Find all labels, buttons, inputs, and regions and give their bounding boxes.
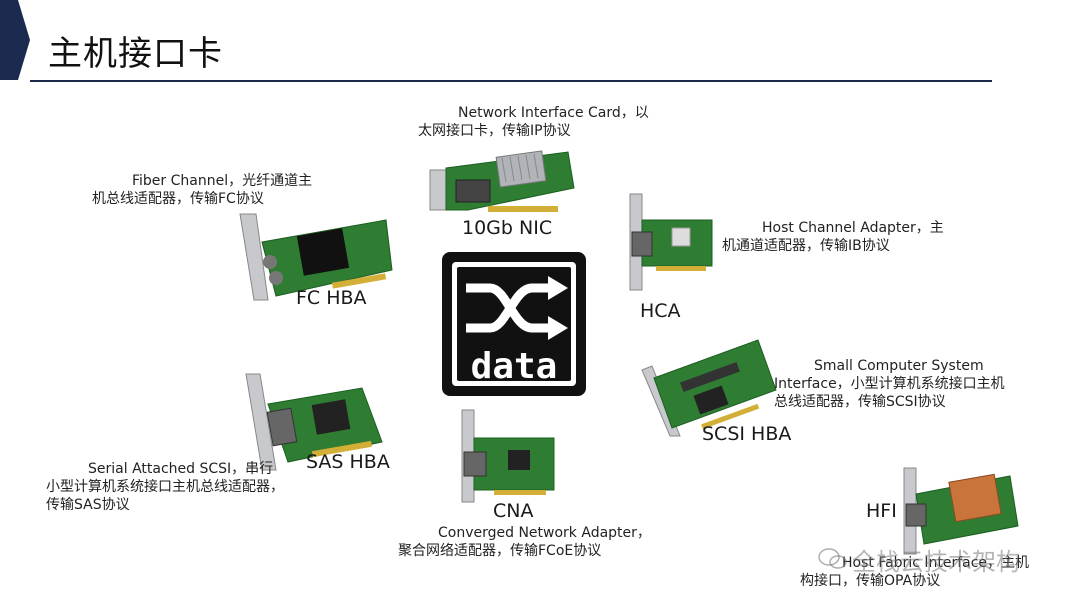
title-chevron-icon: [0, 0, 30, 80]
nic-label: 10Gb NIC: [462, 217, 553, 239]
hca-card-image: [629, 193, 713, 291]
scsi-card-image: [641, 339, 777, 437]
sas-label: SAS HBA: [306, 451, 390, 473]
cna-description: Converged Network Adapter， 聚合网络适配器，传输FCo…: [398, 525, 651, 559]
shuffle-data-icon: data: [442, 252, 586, 396]
nic-card-image: [429, 150, 575, 212]
hfi-label: HFI: [866, 500, 897, 522]
hfi-card-image: [903, 467, 1019, 555]
scsi-label: SCSI HBA: [702, 423, 792, 445]
fc-card-image: [239, 213, 393, 301]
watermark-text: 全栈云技术架构: [852, 548, 1020, 576]
center-data-text: data: [471, 346, 558, 387]
page-title: 主机接口卡: [48, 34, 223, 74]
sas-card-image: [245, 373, 383, 471]
cna-label: CNA: [493, 500, 534, 522]
hca-label: HCA: [640, 300, 681, 322]
scsi-description: Small Computer System Interface，小型计算机系统接…: [774, 358, 1005, 410]
nic-description: Network Interface Card，以 太网接口卡，传输IP协议: [418, 105, 649, 139]
hca-description: Host Channel Adapter，主 机通道适配器，传输IB协议: [722, 220, 944, 254]
fc-label: FC HBA: [296, 287, 367, 309]
sas-description: Serial Attached SCSI，串行 小型计算机系统接口主机总线适配器…: [46, 461, 284, 513]
hfi-description: Host Fabric Interface，主机 构接口，传输OPA协议: [800, 555, 1030, 589]
title-underline: [30, 80, 992, 82]
fc-description: Fiber Channel，光纤通道主 机总线适配器，传输FC协议: [92, 173, 313, 207]
wechat-icon: [818, 548, 847, 569]
cna-card-image: [461, 409, 555, 503]
